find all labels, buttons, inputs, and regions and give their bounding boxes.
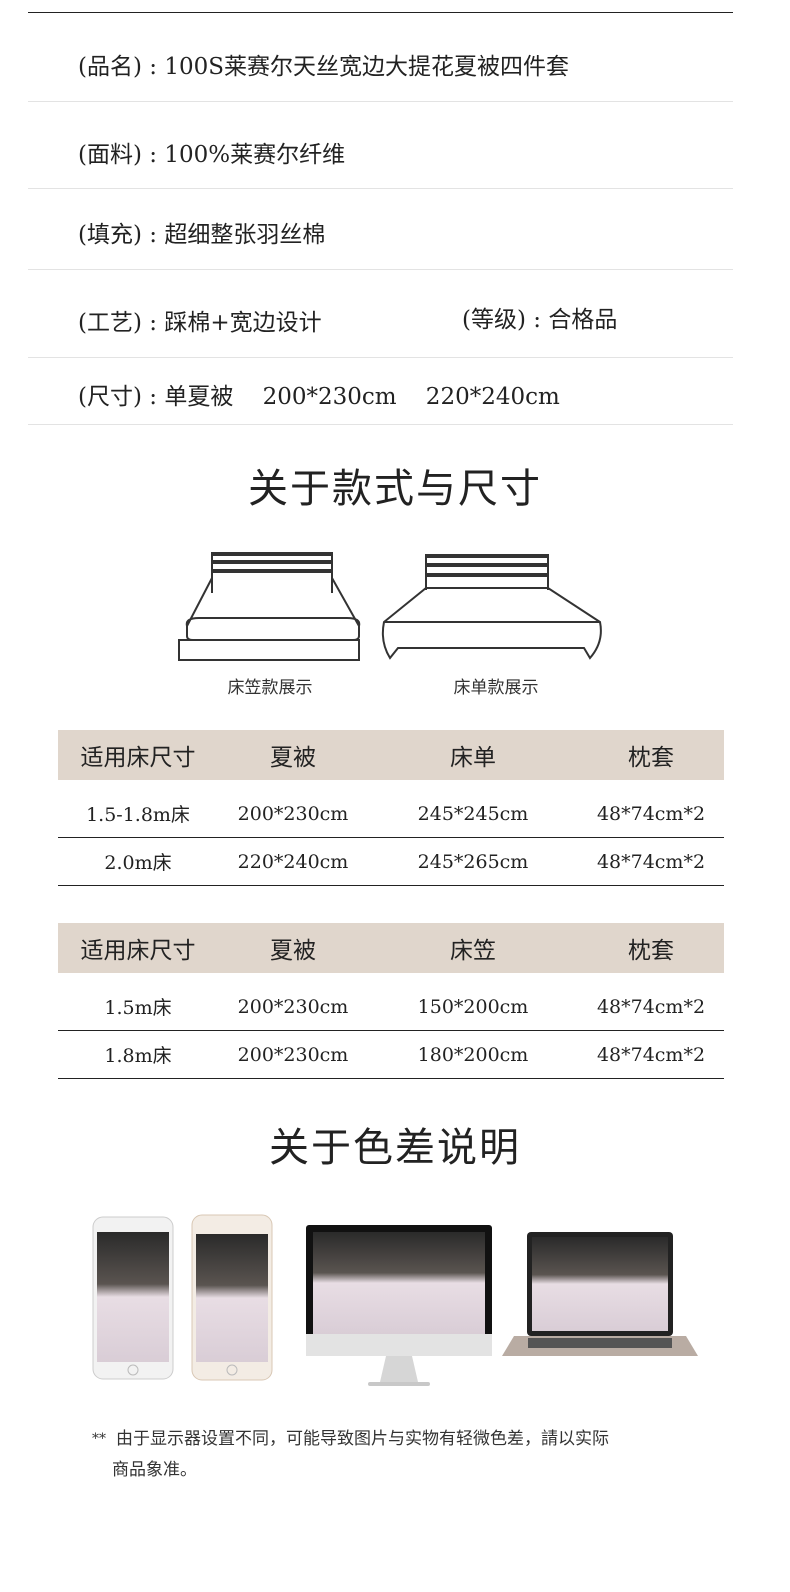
cell: 1.5m床 xyxy=(104,997,172,1019)
cell: 48*74cm*2 xyxy=(596,995,706,1018)
spec-grade: (等级) : 合格品 xyxy=(462,305,617,335)
cell: 48*74cm*2 xyxy=(596,1043,706,1066)
spec-sep: : xyxy=(141,310,165,336)
cell: 220*240cm xyxy=(237,850,349,873)
spec-value: 踩棉+宽边设计 xyxy=(164,310,322,336)
header-cell: 夏被 xyxy=(270,745,316,771)
spec-value: 超细整张羽丝棉 xyxy=(164,222,326,248)
header-cell: 适用床尺寸 xyxy=(80,745,196,771)
color-section-title: 关于色差说明 xyxy=(269,1125,521,1171)
spec-size: (尺寸) : 单夏被 200*230cm 220*240cm xyxy=(78,382,560,412)
header-cell: 床单 xyxy=(450,745,496,771)
divider xyxy=(28,188,733,189)
spec-value: 100S莱赛尔天丝宽边大提花夏被四件套 xyxy=(164,54,569,80)
spec-sep: : xyxy=(141,222,165,248)
table-header: 适用床尺寸 夏被 床单 枕套 xyxy=(58,730,724,780)
fitted-caption: 床笠款展示 xyxy=(227,678,313,698)
cell: 200*230cm xyxy=(237,802,349,825)
spec-label: (等级) xyxy=(462,307,526,333)
cell: 1.8m床 xyxy=(104,1045,172,1067)
spec-label: (品名) xyxy=(78,54,142,80)
cell: 245*245cm xyxy=(417,802,529,825)
cell: 200*230cm xyxy=(237,995,349,1018)
flat-sheet-bed-icon xyxy=(381,554,602,660)
table-row: 1.8m床 200*230cm 180*200cm 48*74cm*2 xyxy=(58,1031,724,1079)
cell: 150*200cm xyxy=(417,995,529,1018)
top-border xyxy=(28,12,733,13)
divider xyxy=(28,269,733,270)
desktop-monitor-icon xyxy=(306,1225,492,1386)
divider xyxy=(28,424,733,425)
cell: 245*265cm xyxy=(417,850,529,873)
spec-sep: : xyxy=(525,307,549,333)
cell: 2.0m床 xyxy=(104,852,172,874)
fitted-size-table: 适用床尺寸 夏被 床笠 枕套 1.5m床 200*230cm 150*200cm… xyxy=(58,923,724,1079)
header-cell: 床笠 xyxy=(450,938,496,964)
note-marker: ** xyxy=(92,1431,106,1447)
table-row: 2.0m床 220*240cm 245*265cm 48*74cm*2 xyxy=(58,838,724,886)
cell: 180*200cm xyxy=(417,1043,529,1066)
table-row: 1.5m床 200*230cm 150*200cm 48*74cm*2 xyxy=(58,983,724,1031)
note-line: 由于显示器设置不同，可能导致图片与实物有轻微色差，請以实际 xyxy=(116,1429,609,1449)
cell: 200*230cm xyxy=(237,1043,349,1066)
spec-fabric: (面料) : 100%莱赛尔纤维 xyxy=(78,140,345,170)
header-cell: 枕套 xyxy=(628,938,674,964)
table-header: 适用床尺寸 夏被 床笠 枕套 xyxy=(58,923,724,973)
sheet-size-table: 适用床尺寸 夏被 床单 枕套 1.5-1.8m床 200*230cm 245*2… xyxy=(58,730,724,886)
spec-label: (面料) xyxy=(78,142,142,168)
devices-illustration xyxy=(92,1214,698,1386)
fitted-bed-icon xyxy=(178,552,361,661)
spec-value: 合格品 xyxy=(548,307,618,333)
spec-sep: : xyxy=(141,54,165,80)
cell: 48*74cm*2 xyxy=(596,802,706,825)
divider xyxy=(28,101,733,102)
spec-sep: : xyxy=(141,142,165,168)
spec-sep: : xyxy=(141,384,165,410)
spec-product-name: (品名) : 100S莱赛尔天丝宽边大提花夏被四件套 xyxy=(78,52,569,82)
spec-label: (尺寸) xyxy=(78,384,142,410)
spec-value: 100%莱赛尔纤维 xyxy=(164,142,346,168)
phone-icon xyxy=(191,1214,273,1381)
cell: 1.5-1.8m床 xyxy=(86,804,190,826)
header-cell: 适用床尺寸 xyxy=(80,938,196,964)
header-cell: 枕套 xyxy=(628,745,674,771)
spec-filling: (填充) : 超细整张羽丝棉 xyxy=(78,220,325,250)
spec-label: (填充) xyxy=(78,222,142,248)
phone-icon xyxy=(92,1216,174,1380)
spec-craft: (工艺) : 踩棉+宽边设计 xyxy=(78,308,322,338)
table-row: 1.5-1.8m床 200*230cm 245*245cm 48*74cm*2 xyxy=(58,790,724,838)
laptop-icon xyxy=(502,1232,698,1356)
flat-caption: 床单款展示 xyxy=(453,678,539,698)
spec-label: (工艺) xyxy=(78,310,142,336)
divider xyxy=(28,357,733,358)
style-section-title: 关于款式与尺寸 xyxy=(248,466,542,512)
header-cell: 夏被 xyxy=(270,938,316,964)
note-line: 商品象准。 xyxy=(112,1460,197,1480)
spec-value: 单夏被 200*230cm 220*240cm xyxy=(164,384,560,410)
color-disclaimer: ** 由于显示器设置不同，可能导致图片与实物有轻微色差，請以实际 商品象准。 xyxy=(92,1424,672,1486)
cell: 48*74cm*2 xyxy=(596,850,706,873)
